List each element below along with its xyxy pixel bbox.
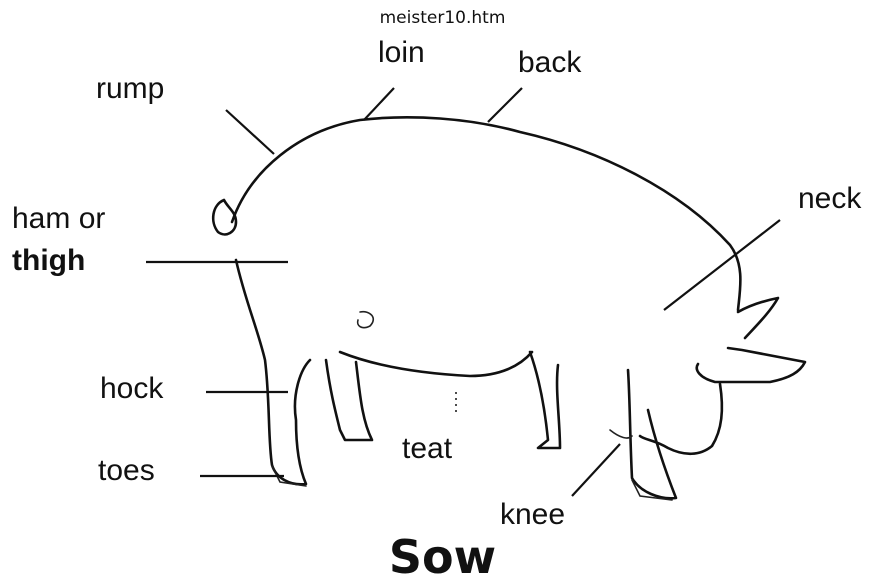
sow-front-hoof xyxy=(631,479,673,501)
label-toes: toes xyxy=(98,454,155,487)
label-ham-or: ham or xyxy=(12,202,105,235)
sow-ear xyxy=(736,296,780,340)
sow-knee-detail xyxy=(609,429,633,439)
diagram-caption: Sow xyxy=(388,530,497,584)
label-back: back xyxy=(518,46,582,79)
page-title: meister10.htm xyxy=(379,8,506,28)
leader-lines xyxy=(146,87,781,497)
sow-flank-detail xyxy=(356,310,375,329)
sow-hind-leg-2 xyxy=(234,258,312,486)
label-thigh: thigh xyxy=(12,244,85,277)
leader-neck xyxy=(663,219,781,311)
sow-front-leg-1 xyxy=(528,350,562,450)
leader-back xyxy=(487,87,523,123)
leader-rump xyxy=(225,109,275,155)
sow-hind-leg-1 xyxy=(324,358,374,442)
sow-body-outline xyxy=(230,116,742,312)
label-neck: neck xyxy=(798,182,862,215)
label-loin: loin xyxy=(378,36,425,69)
sow-front-leg-2 xyxy=(626,368,678,500)
sow-illustration xyxy=(211,116,807,501)
sow-belly xyxy=(338,350,534,378)
sow-hind-hoof xyxy=(271,465,307,487)
label-knee: knee xyxy=(500,498,565,531)
label-rump: rump xyxy=(96,72,164,105)
leader-knee xyxy=(571,443,621,497)
leader-loin xyxy=(363,87,395,121)
label-hock: hock xyxy=(100,372,164,405)
sow-tail xyxy=(211,198,238,236)
label-teat: teat xyxy=(402,432,453,465)
sow-jaw xyxy=(638,382,724,456)
sow-snout xyxy=(695,346,807,384)
